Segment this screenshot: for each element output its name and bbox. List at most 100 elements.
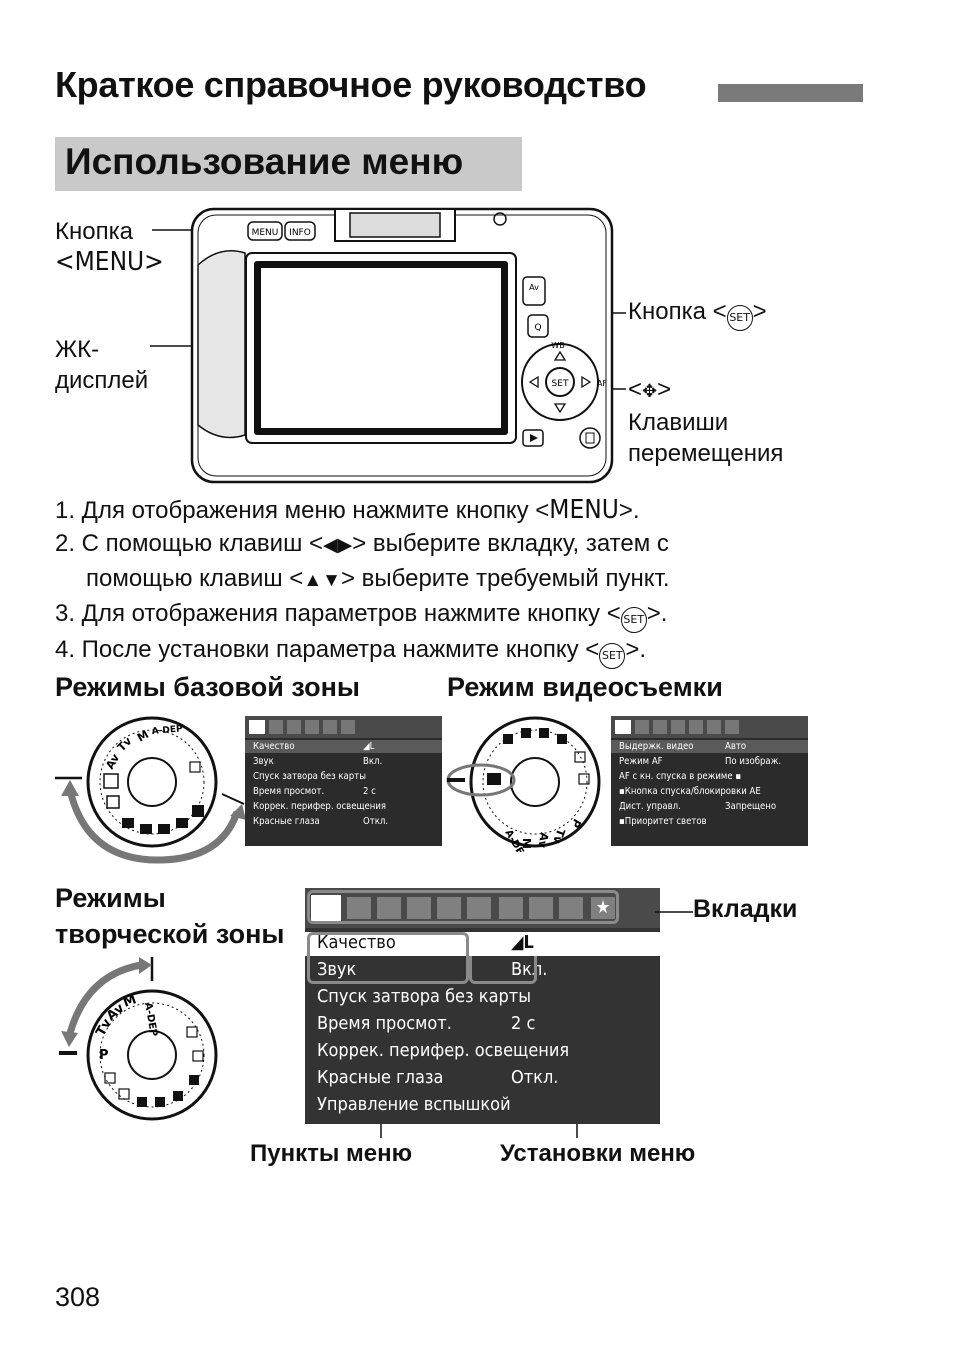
instruction-steps: 1. Для отображения меню нажмите кнопку <…: [55, 494, 935, 669]
shooting-tab-2-icon[interactable]: [347, 897, 371, 919]
tabs-leader-line: [655, 911, 693, 913]
menu-settings-highlight: [469, 956, 537, 984]
playback-tab-1-icon[interactable]: [653, 720, 667, 734]
svg-text:Av: Av: [535, 831, 551, 849]
shooting-tab-2-icon[interactable]: [269, 720, 283, 734]
menu-row[interactable]: Качество◢L: [245, 740, 442, 753]
svg-text:P: P: [99, 1048, 109, 1063]
menu-button[interactable]: [247, 221, 283, 241]
menu-row[interactable]: Управление вспышкой: [317, 1094, 511, 1115]
svg-text:AF: AF: [597, 379, 607, 388]
shooting-tab-1-icon[interactable]: [249, 720, 265, 734]
step-2: 2. С помощью клавиш <◀▶> выберите вкладк…: [55, 530, 669, 557]
bottom-leader-lines: [380, 1124, 578, 1138]
svg-text:M: M: [121, 992, 138, 1011]
shooting-tab-4-icon[interactable]: [407, 897, 431, 919]
lcd-label: ЖК- дисплей: [55, 336, 149, 394]
movie-tab-icon[interactable]: [615, 720, 631, 734]
menu-button-label: Кнопка <MENU>: [55, 218, 164, 277]
svg-text:INFO: INFO: [289, 228, 311, 238]
my-menu-star-icon[interactable]: ★: [591, 897, 615, 919]
svg-text:Av: Av: [529, 283, 539, 292]
menu-row-selected[interactable]: Качество◢L: [305, 932, 660, 956]
svg-text:A-DEP: A-DEP: [151, 724, 183, 737]
menu-row[interactable]: Дист. управл.Запрещено: [619, 801, 777, 812]
menu-settings-label: Установки меню: [500, 1140, 696, 1167]
menu-tab-bar: ★: [305, 888, 660, 928]
svg-text:Q: Q: [534, 323, 541, 333]
svg-text:M: M: [520, 838, 533, 849]
tabs-highlight: [307, 890, 619, 924]
shooting-tab-1-icon[interactable]: [311, 895, 341, 921]
setup-tab-1-icon[interactable]: [499, 897, 523, 919]
menu-items-highlight: [307, 932, 469, 984]
page-number: 308: [55, 1282, 101, 1312]
movie-mode-dial: A-DEP M Av Tv P: [446, 716, 601, 852]
set-button-label: Кнопка <SET>: [628, 296, 767, 331]
menu-row[interactable]: Коррек. перифер. освещения: [317, 1040, 570, 1061]
creative-zone-heading: Режимы творческой зоны: [55, 883, 285, 949]
menu-row[interactable]: AF с кн. спуска в режиме ▪: [619, 771, 742, 782]
svg-text:Tv: Tv: [550, 827, 568, 846]
page-title: Краткое справочное руководство: [55, 64, 647, 105]
step-2-continued: помощью клавиш <▲▼> выберите требуемый п…: [86, 565, 670, 592]
svg-text:MENU: MENU: [252, 228, 279, 238]
menu-row[interactable]: Спуск затвора без карты: [253, 771, 366, 782]
cross-keys-label: <✥> Клавиши перемещения: [628, 376, 784, 467]
svg-text:WB: WB: [551, 341, 564, 350]
setup-tab-3-icon[interactable]: [559, 897, 583, 919]
menu-row[interactable]: Время просмот.2 с: [253, 786, 376, 797]
setup-tab-1-icon[interactable]: [323, 720, 337, 734]
playback-tab-2-icon[interactable]: [671, 720, 685, 734]
playback-tab-1-icon[interactable]: [287, 720, 301, 734]
movie-tab-2-icon[interactable]: [635, 720, 649, 734]
camera-back-illustration: MENU INFO Av Q SET WB AF: [150, 207, 626, 484]
step-4: 4. После установки параметра нажмите кно…: [55, 633, 935, 669]
set-icon: SET: [599, 643, 626, 669]
menu-row[interactable]: ▪Приоритет светов: [619, 816, 707, 827]
tabs-label: Вкладки: [693, 895, 798, 923]
section-title-background: [55, 137, 522, 191]
info-button[interactable]: [284, 221, 316, 241]
menu-row[interactable]: ▪Кнопка спуска/блокировки AE: [619, 786, 761, 797]
setup-tab-2-icon[interactable]: [707, 720, 721, 734]
step-3: 3. Для отображения параметров нажмите кн…: [55, 597, 935, 633]
av-button[interactable]: [522, 276, 546, 306]
menu-tab-bar: [245, 716, 442, 738]
playback-tab-2-icon[interactable]: [305, 720, 319, 734]
setup-tab-2-icon[interactable]: [341, 720, 355, 734]
menu-row[interactable]: Время просмот.2 с: [317, 1013, 536, 1034]
menu-tab-bar: [611, 716, 808, 738]
menu-items-label: Пункты меню: [250, 1140, 413, 1167]
step-1: 1. Для отображения меню нажмите кнопку <…: [55, 495, 640, 525]
movie-mode-heading: Режим видеосъемки: [447, 672, 723, 702]
basic-zone-mode-dial: M A-DEP Av Tv: [55, 716, 246, 864]
shooting-tab-3-icon[interactable]: [377, 897, 401, 919]
set-icon: SET: [726, 305, 753, 331]
title-decor-bar: [718, 84, 863, 102]
menu-row[interactable]: Коррек. перифер. освещения: [253, 801, 387, 812]
setup-tab-3-icon[interactable]: [725, 720, 739, 734]
movie-icon: [487, 773, 501, 785]
cross-keys-icon: ✥: [642, 381, 658, 401]
setup-tab-2-icon[interactable]: [529, 897, 553, 919]
section-title: Использование меню: [65, 141, 464, 182]
playback-tab-2-icon[interactable]: [467, 897, 491, 919]
playback-tab-1-icon[interactable]: [437, 897, 461, 919]
setup-tab-1-icon[interactable]: [689, 720, 703, 734]
basic-zone-heading: Режимы базовой зоны: [55, 672, 360, 702]
svg-text:SET: SET: [552, 379, 569, 389]
set-button[interactable]: [545, 367, 575, 397]
trash-button[interactable]: [579, 427, 601, 449]
menu-row[interactable]: Спуск затвора без карты: [317, 986, 531, 1007]
q-button[interactable]: [527, 314, 549, 338]
